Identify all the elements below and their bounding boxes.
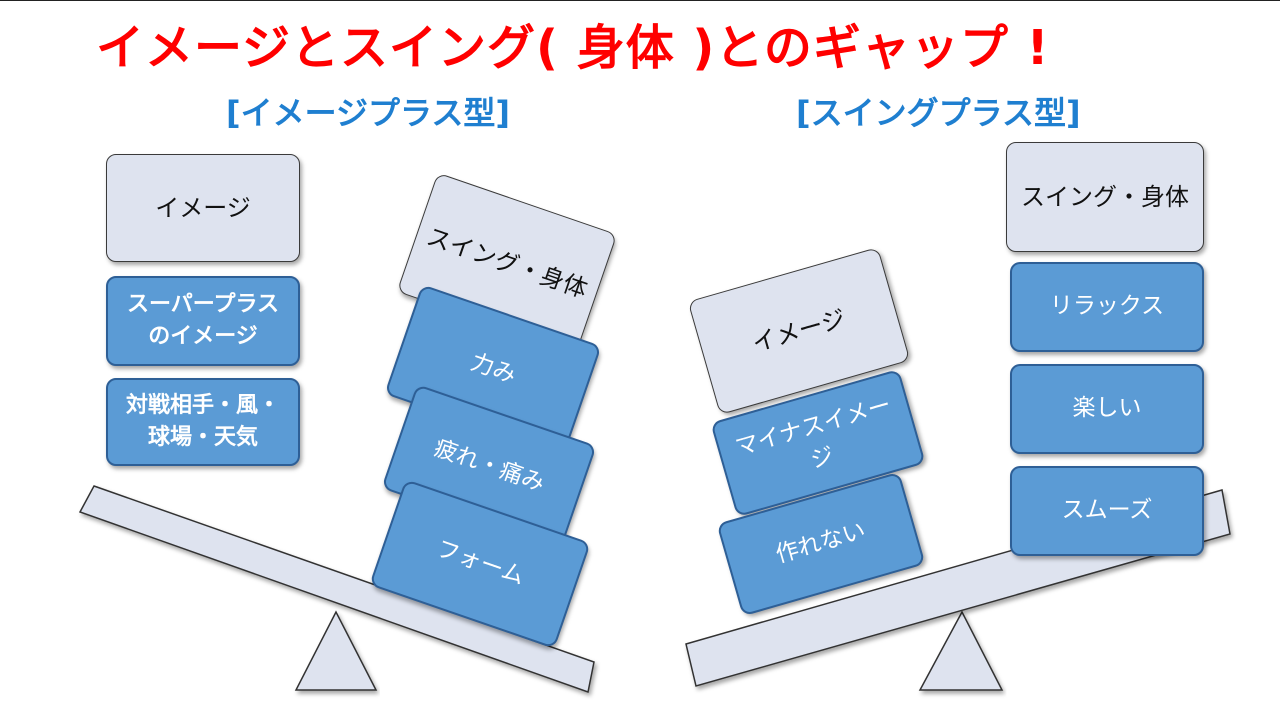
- left-image-item: 対戦相手・風・球場・天気: [106, 378, 300, 466]
- right-fulcrum: [918, 610, 1004, 691]
- right-swing-item: スムーズ: [1010, 466, 1204, 556]
- page-title: イメージとスイング( 身体 )とのギャップ !: [96, 20, 1050, 76]
- right-swing-item: 楽しい: [1010, 364, 1204, 454]
- left-image-box: イメージ: [106, 154, 300, 262]
- right-heading: [スイングプラス型]: [796, 94, 1081, 132]
- right-swing-box: スイング・身体: [1006, 142, 1204, 252]
- left-fulcrum: [294, 610, 378, 691]
- right-swing-item: リラックス: [1010, 262, 1204, 352]
- left-image-item: スーパープラスのイメージ: [106, 276, 300, 366]
- left-heading: [イメージプラス型]: [226, 94, 510, 132]
- top-border-line: [0, 0, 1280, 1]
